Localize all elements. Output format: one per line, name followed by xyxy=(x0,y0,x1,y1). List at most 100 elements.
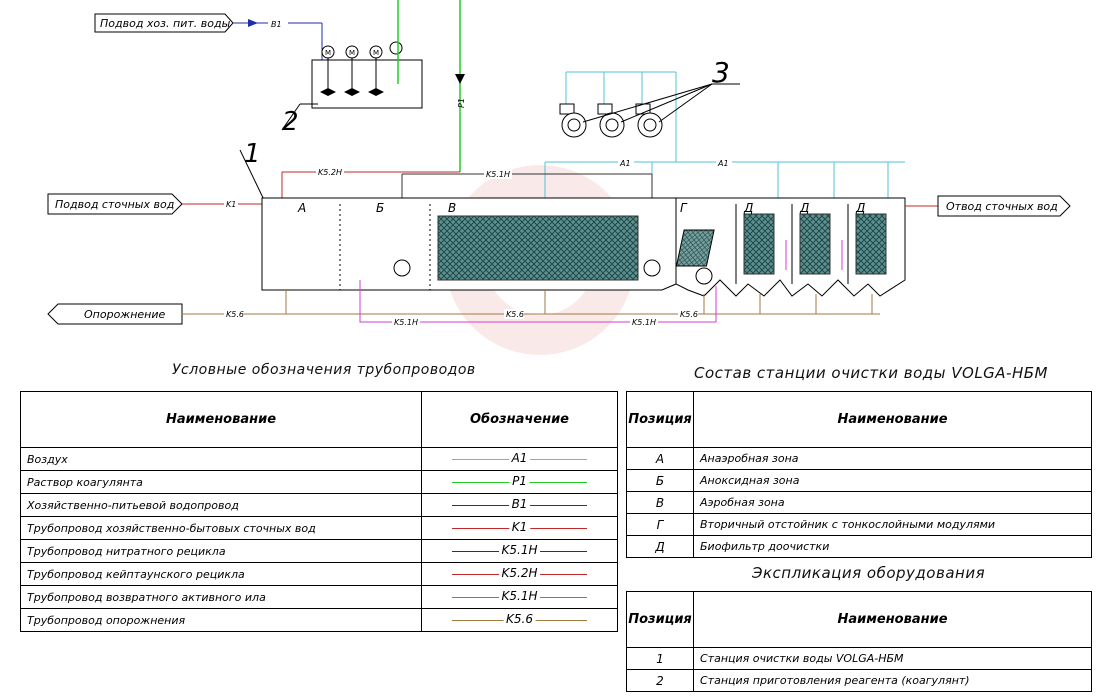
equipment-title: Экспликация оборудования xyxy=(752,564,986,582)
station-row-name: Анаэробная зона xyxy=(693,447,1092,470)
coagulant-line: P1 xyxy=(455,0,466,172)
equipment-row-pos: 2 xyxy=(626,669,694,692)
tag-k56-3: K5.6 xyxy=(680,310,698,319)
water-inlet-label: Подвод хоз. пит. воды xyxy=(100,17,231,30)
legend-row-code-cell: K5.1H xyxy=(421,585,618,609)
legend-header-code: Обозначение xyxy=(421,391,618,448)
station-row-name: Вторичный отстойник с тонкослойными моду… xyxy=(693,513,1092,536)
legend-row: Трубопровод кейптаунского рецикла K5.2H xyxy=(20,562,618,586)
station-header-name: Наименование xyxy=(693,391,1092,448)
legend-row-name: Трубопровод кейптаунского рецикла xyxy=(20,562,422,586)
station-header-pos: Позиция xyxy=(626,391,694,448)
waste-outlet: Отвод сточных вод xyxy=(905,195,1071,217)
legend-row: Трубопровод нитратного рецикла K5.1H xyxy=(20,539,618,563)
station-row-pos: Г xyxy=(626,513,694,536)
callout-1: 1 xyxy=(244,139,261,169)
legend-row-code: K5.2H xyxy=(498,566,541,580)
equipment-header-name: Наименование xyxy=(693,591,1092,648)
legend-row-code-cell: K1 xyxy=(421,516,618,540)
legend-title: Условные обозначения трубопроводов xyxy=(172,362,476,378)
legend-row: Воздух A1 xyxy=(20,447,618,471)
equipment-row-name: Станция приготовления реагента (коагулян… xyxy=(693,669,1092,692)
main-tank: A Б В xyxy=(261,197,677,291)
legend-row-code-cell: K5.1H xyxy=(421,539,618,563)
tag-k1: K1 xyxy=(226,200,236,209)
tag-b1: B1 xyxy=(271,20,282,29)
station-title: Состав станции очистки воды VOLGA-НБМ xyxy=(694,364,1048,382)
zone-d2: Д xyxy=(799,201,809,215)
equipment-header-pos: Позиция xyxy=(626,591,694,648)
legend-row-name: Хозяйственно-питьевой водопровод xyxy=(20,493,422,517)
tag-k52: K5.2H xyxy=(318,168,342,177)
station-row-pos: A xyxy=(626,447,694,470)
station-row-name: Биофильтр доочистки xyxy=(693,535,1092,558)
svg-text:M: M xyxy=(373,49,379,57)
zone-d3: Д xyxy=(855,201,865,215)
blowers: 3 xyxy=(559,56,740,162)
legend-row-name: Воздух xyxy=(20,447,422,471)
tag-a1-2: A1 xyxy=(717,159,729,168)
legend-row-code: K5.6 xyxy=(503,612,536,626)
legend-row-name: Трубопровод опорожнения xyxy=(20,608,422,632)
zone-d1: Д xyxy=(743,201,753,215)
legend-row-code: P1 xyxy=(509,474,530,488)
ras-line xyxy=(359,280,717,323)
station-row-pos: Д xyxy=(626,535,694,558)
zone-a: A xyxy=(297,201,306,215)
station-row-name: Аноксидная зона xyxy=(693,469,1092,492)
drain-line: Опорожнение K5.6 K5.6 K5.6 xyxy=(47,290,880,325)
svg-text:M: M xyxy=(349,49,355,57)
waste-inlet: Подвод сточных вод K1 1 xyxy=(47,139,269,265)
legend-row-code: A1 xyxy=(508,451,531,465)
zone-b: Б xyxy=(376,201,384,215)
tag-k51: K5.1H xyxy=(486,170,510,179)
waste-inlet-label: Подвод сточных вод xyxy=(55,198,174,211)
legend-row-code: B1 xyxy=(508,497,531,511)
waste-outlet-label: Отвод сточных вод xyxy=(946,200,1058,213)
clarifier-biofilters: Г Д Д Д xyxy=(675,197,906,297)
equipment-row-name: Станция очистки воды VOLGA-НБМ xyxy=(693,647,1092,670)
legend-row-code: K1 xyxy=(508,520,531,534)
equipment-row-pos: 1 xyxy=(626,647,694,670)
legend-row: Трубопровод опорожнения K5.6 xyxy=(20,608,618,632)
tag-p1: P1 xyxy=(457,98,466,108)
callout-2: 2 xyxy=(282,107,299,137)
legend-row: Трубопровод хозяйственно-бытовых сточных… xyxy=(20,516,618,540)
legend-row-name: Трубопровод нитратного рецикла xyxy=(20,539,422,563)
legend-row-code-cell: P1 xyxy=(421,470,618,494)
callout-3: 3 xyxy=(712,56,730,89)
legend-row-code: K5.1H xyxy=(498,543,541,557)
tag-k56-2: K5.6 xyxy=(506,310,524,319)
tag-k51-ras-2: K5.1H xyxy=(632,318,656,327)
zone-g: Г xyxy=(680,201,688,215)
station-row-pos: B xyxy=(626,491,694,514)
potable-water-inlet: Подвод хоз. пит. воды B1 xyxy=(94,13,323,60)
station-row-pos: Б xyxy=(626,469,694,492)
keytown-recycle: K5.2H xyxy=(281,167,460,200)
zone-v: В xyxy=(448,201,456,215)
legend-row-code-cell: K5.2H xyxy=(421,562,618,586)
tag-k56-1: K5.6 xyxy=(226,310,244,319)
station-row-name: Аэробная зона xyxy=(693,491,1092,514)
legend-row-code: K5.1H xyxy=(498,589,541,603)
tag-k51-ras-1: K5.1H xyxy=(394,318,418,327)
tag-a1-1: A1 xyxy=(619,159,631,168)
legend-row: Хозяйственно-питьевой водопровод B1 xyxy=(20,493,618,517)
drain-label: Опорожнение xyxy=(84,308,166,321)
reagent-station: M M M 2 xyxy=(281,0,423,137)
svg-text:M: M xyxy=(325,49,331,57)
legend-header-name: Наименование xyxy=(20,391,422,448)
